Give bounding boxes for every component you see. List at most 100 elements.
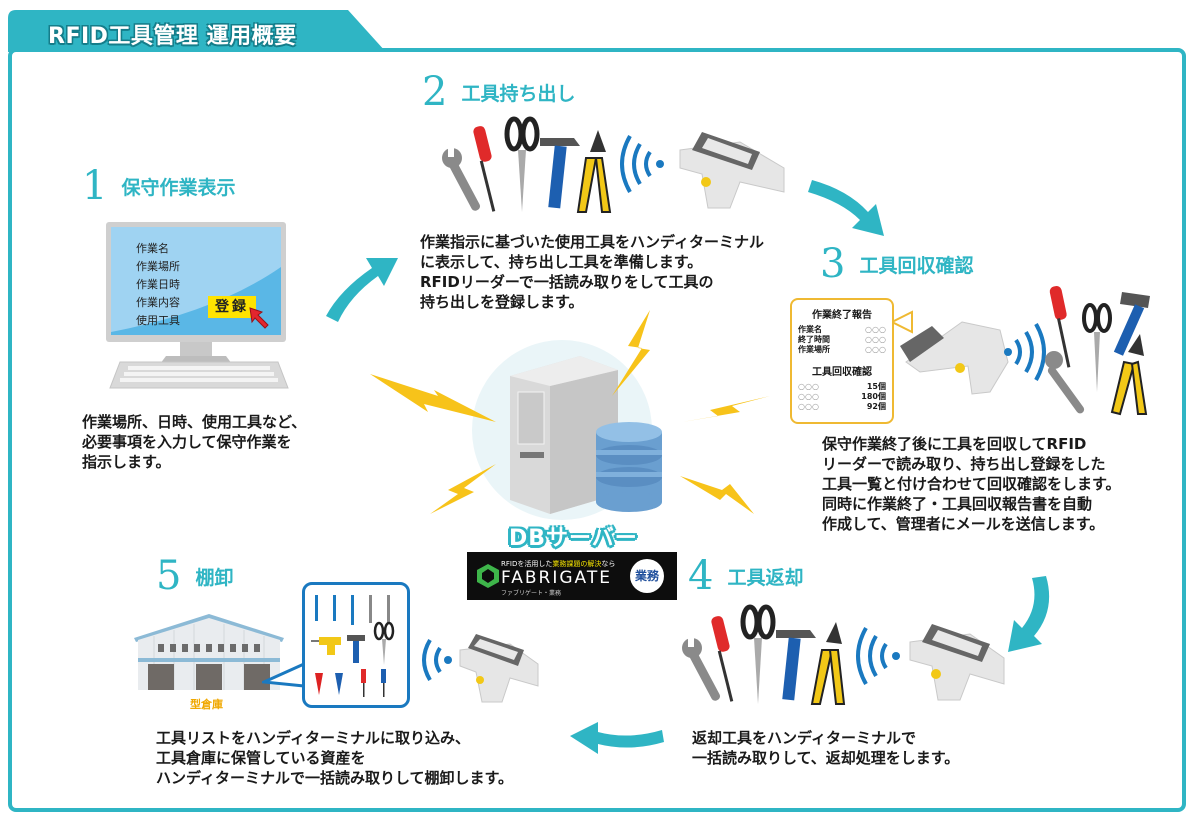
description-line: 作成して、管理者にメールを送信します。 xyxy=(822,515,1105,533)
lightning-icons xyxy=(370,310,770,514)
description-line: に表示して、持ち出し工具を準備します。 xyxy=(420,253,703,271)
report-row: 作業名○○○ xyxy=(798,325,886,334)
step-3-title: 工具回収確認 xyxy=(859,255,974,277)
scissors-icon xyxy=(1082,303,1112,392)
step-1-title: 保守作業表示 xyxy=(121,177,236,199)
lightning-icon xyxy=(682,396,770,422)
step-5-title: 棚卸 xyxy=(195,567,234,589)
step-5-header: 5 棚卸 xyxy=(156,556,233,596)
description-line: 作業場所、日時、使用工具など、 xyxy=(82,413,307,431)
screwdriver-icon xyxy=(473,126,496,212)
fabrigate-logo-icon xyxy=(477,564,499,588)
pliers-icon xyxy=(810,622,846,705)
banner-tagline: RFIDを活用した業務課題の解決なら xyxy=(501,560,616,568)
recovery-row: ○○○15個 xyxy=(798,382,886,391)
banner-kana: ファブリゲート・業務 xyxy=(501,590,562,597)
hammer-icon xyxy=(1113,292,1150,356)
tool-inventory-box xyxy=(302,582,410,708)
cursor-arrow-icon xyxy=(249,307,269,329)
screen-field: 作業名 xyxy=(136,242,169,255)
screwdriver-icons xyxy=(361,669,386,697)
db-server-illustration xyxy=(370,310,770,520)
rfid-wave-icon xyxy=(422,638,452,682)
register-button: 登録 xyxy=(208,296,256,318)
tool-recovery-title: 工具回収確認 xyxy=(812,367,872,378)
step-1-description: 作業場所、日時、使用工具など、 必要事項を入力して保守作業を 指示します。 xyxy=(82,412,306,472)
wrench-icon xyxy=(682,638,721,701)
report-row: 終了時間○○○ xyxy=(798,335,886,344)
step-2-description: 作業指示に基づいた使用工具をハンディターミナル に表示して、持ち出し工具を準備し… xyxy=(420,232,764,312)
hammer-icon xyxy=(347,635,365,663)
computer-icon: 作業名 作業場所 作業日時 作業内容 使用工具 登録 xyxy=(106,222,286,372)
wrench-icon xyxy=(1045,351,1085,414)
drill-icon xyxy=(311,637,341,655)
lightning-icon xyxy=(370,374,496,422)
step-5-number: 5 xyxy=(156,553,182,599)
recovery-row: ○○○92個 xyxy=(798,402,886,411)
handheld-reader-icon xyxy=(459,634,539,703)
scissors-icon xyxy=(740,604,776,704)
rfid-wave-icon xyxy=(620,135,664,193)
step-2-title: 工具持ち出し xyxy=(461,83,576,105)
banner-brand: FABRIGATE xyxy=(501,568,612,588)
wrench-icons xyxy=(369,595,390,623)
report-row: 作業場所○○○ xyxy=(798,345,886,354)
screen-field: 作業場所 xyxy=(136,260,180,273)
description-line: 同時に作業終了・工具回収報告書を自動 xyxy=(822,495,1093,513)
description-line: RFIDリーダーで一括読み取りをして工具の xyxy=(420,273,714,291)
hammer-icon xyxy=(776,630,816,701)
description-line: 一括読み取りして、返却処理をします。 xyxy=(692,749,960,767)
description-line: 工具倉庫に保管している資産を xyxy=(156,749,366,767)
spanner-icons xyxy=(315,595,354,625)
speech-pointer xyxy=(892,310,913,334)
title-tab: RFID工具管理 運用概要 xyxy=(8,8,388,52)
screwdriver-icon xyxy=(1049,286,1071,368)
description-line: 保守作業終了後に工具を回収してRFID xyxy=(822,435,1087,453)
screwdriver-icon xyxy=(711,616,734,702)
screen-field: 作業内容 xyxy=(136,296,180,309)
title-tab-shape xyxy=(8,10,386,52)
keyboard-icon xyxy=(109,361,289,389)
scissors-icon xyxy=(504,116,540,212)
step-4-tools-illustration xyxy=(682,604,1005,705)
description-line: 作業指示に基づいた使用工具をハンディターミナル xyxy=(420,233,764,251)
step-3-header: 3 工具回収確認 xyxy=(820,244,973,284)
description-line: 持ち出しを登録します。 xyxy=(420,293,584,311)
pliers-icon xyxy=(576,130,612,213)
step-3-description: 保守作業終了後に工具を回収してRFID リーダーで読み取り、持ち出し登録をした … xyxy=(822,434,1121,534)
step-4-description: 返却工具をハンディターミナルで 一括読み取りして、返却処理をします。 xyxy=(692,728,959,768)
step-2-tools-illustration xyxy=(442,116,785,213)
step-4-number: 4 xyxy=(688,553,714,599)
handheld-reader-icon xyxy=(900,321,1009,395)
step-5-reader-illustration xyxy=(422,634,539,703)
screen-field: 使用工具 xyxy=(136,314,180,327)
description-line: ハンディターミナルで一括読み取りして棚卸します。 xyxy=(156,769,514,787)
lightning-icon xyxy=(680,476,754,514)
step-1-number: 1 xyxy=(82,163,108,209)
warehouse-label: 型倉庫 xyxy=(190,698,223,711)
fabrigate-banner[interactable]: RFIDを活用した業務課題の解決なら FABRIGATE ファブリゲート・業務 … xyxy=(467,552,677,600)
tool-inventory-icons xyxy=(311,595,395,697)
rfid-wave-icon xyxy=(856,627,900,685)
work-completion-report: 作業終了報告 作業名○○○ 終了時間○○○ 作業場所○○○ 工具回収確認 ○○○… xyxy=(790,298,894,424)
hammer-icon xyxy=(540,138,580,209)
lightning-icon xyxy=(612,310,650,396)
handheld-reader-icon xyxy=(909,624,1005,701)
screen-field: 作業日時 xyxy=(136,278,180,291)
step-4-header: 4 工具返却 xyxy=(688,556,803,596)
description-line: 指示します。 xyxy=(82,453,171,471)
description-line: 必要事項を入力して保守作業を xyxy=(82,433,292,451)
speech-pointer xyxy=(262,662,305,688)
banner-badge: 業務 xyxy=(630,559,664,593)
warehouse-icon xyxy=(134,614,284,690)
step-4-title: 工具返却 xyxy=(727,567,804,589)
db-server-label: DBサーバー xyxy=(509,526,638,551)
wrench-icon xyxy=(442,148,481,211)
step-2-header: 2 工具持ち出し xyxy=(422,72,575,112)
database-icon xyxy=(596,422,662,512)
pliers-icon xyxy=(1110,334,1148,416)
description-line: リーダーで読み取り、持ち出し登録をした xyxy=(822,455,1106,473)
handheld-reader-icon xyxy=(679,132,785,209)
description-line: 返却工具をハンディターミナルで xyxy=(692,729,916,747)
report-title: 作業終了報告 xyxy=(812,310,872,321)
